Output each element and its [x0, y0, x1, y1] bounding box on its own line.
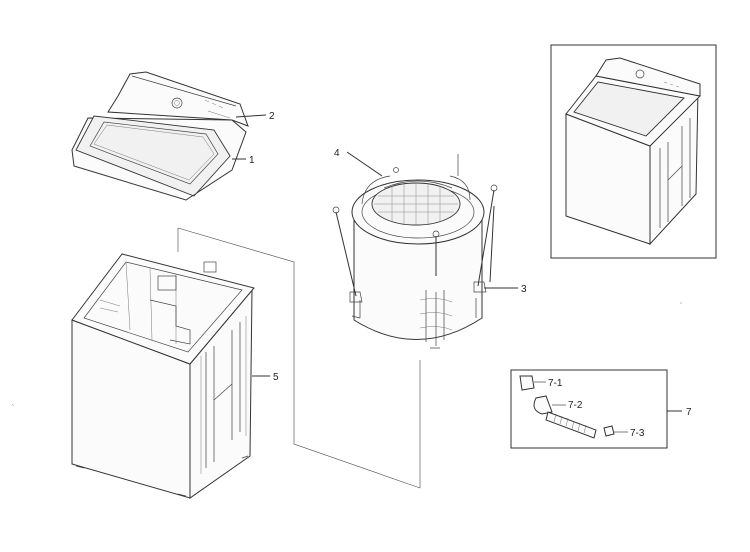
- callout-1: 1: [249, 155, 255, 166]
- washer-top-cover-icon: [71, 71, 249, 201]
- callout-4: 4: [334, 148, 340, 159]
- complete-washer-frame: [550, 44, 717, 259]
- callout-5: 5: [273, 372, 279, 383]
- drain-hose-kit-frame: [510, 369, 668, 449]
- tub-assembly-icon: [332, 154, 498, 349]
- complete-washer-icon: [565, 57, 702, 246]
- callout-7-3: 7-3: [630, 428, 645, 439]
- drain-hose-kit-icon: [519, 375, 628, 439]
- callout-7-1: 7-1: [548, 378, 563, 389]
- callout-7: 7: [686, 407, 692, 418]
- cabinet-icon: [71, 253, 255, 499]
- callout-7-2: 7-2: [568, 400, 583, 411]
- callout-3: 3: [521, 284, 527, 295]
- callout-2: 2: [269, 111, 275, 122]
